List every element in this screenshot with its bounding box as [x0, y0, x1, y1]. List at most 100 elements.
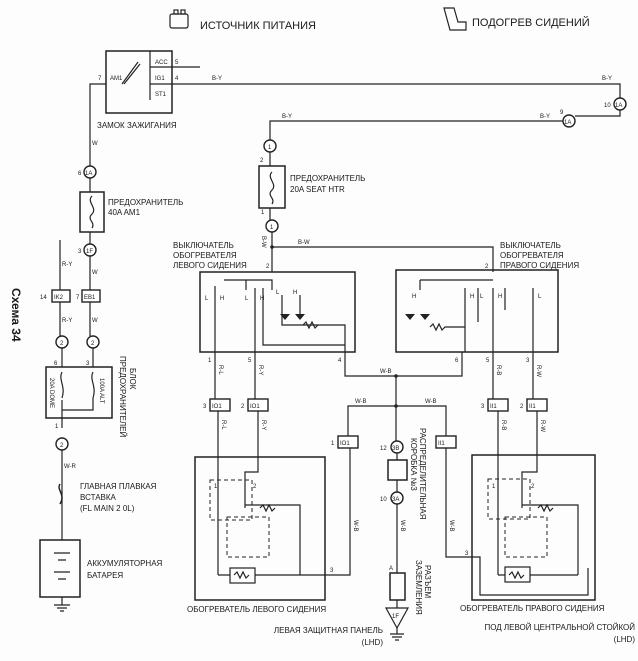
- diagram-label: R-B: [495, 365, 501, 375]
- diagram-label: ЛЕВАЯ ЗАЩИТНАЯ ПАНЕЛЬ: [274, 626, 383, 635]
- diagram-label: 2: [253, 484, 257, 490]
- diagram-label: 6: [455, 358, 459, 364]
- diagram-label: IK2: [54, 295, 64, 301]
- diagram-label: 1: [268, 145, 272, 151]
- diagram-label: 2: [520, 404, 524, 410]
- diagram-label: ПРЕДОХРАНИТЕЛЕЙ: [118, 356, 127, 438]
- diagram-label: ПРЕДОХРАНИТЕЛЬ: [108, 198, 183, 207]
- diagram-label: 7: [76, 295, 80, 301]
- diagram-label: W: [92, 318, 98, 324]
- diagram-label: W-B: [448, 520, 454, 532]
- diagram-label: ВЫКЛЮЧАТЕЛЬ: [173, 241, 234, 250]
- power-source-title: ИСТОЧНИК ПИТАНИЯ: [200, 20, 316, 32]
- ignition-switch-label: ЗАМОК ЗАЖИГАНИЯ: [97, 121, 177, 130]
- battery-icon: [169, 9, 189, 29]
- seat-heater-title: ПОДОГРЕВ СИДЕНИЙ: [472, 16, 590, 29]
- svg-text:L: L: [480, 294, 484, 300]
- diagram-label: 1: [331, 441, 335, 447]
- diagram-label: 3: [203, 404, 207, 410]
- diagram-label: 1A: [85, 171, 92, 177]
- diagram-label: РАЗЪЕМ: [423, 565, 432, 599]
- diagram-label: АККУМУЛЯТОРНАЯ: [87, 559, 163, 568]
- diagram-label: 1A: [564, 120, 571, 126]
- diagram-label: 4: [175, 76, 179, 82]
- diagram-label: W: [92, 270, 98, 276]
- left-seat-heater: [194, 456, 326, 601]
- diagram-label: 7: [98, 76, 102, 82]
- diagram-label: R-L: [217, 365, 223, 375]
- diagram-label: 1F: [86, 249, 93, 255]
- fusible-link: [58, 483, 63, 505]
- diagram-label: A: [389, 566, 393, 572]
- diagram-label: II1: [490, 404, 497, 410]
- diagram-label: 3: [330, 568, 334, 574]
- diagram-label: W-B: [425, 399, 437, 405]
- diagram-label: 20A SEAT HTR: [290, 185, 345, 194]
- diagram-label: 6: [54, 361, 58, 367]
- diagram-label: IG1: [155, 76, 165, 82]
- diagram-label: B-Y: [282, 114, 292, 120]
- diagram-label: 2: [260, 158, 264, 164]
- left-seat-heater-switch: [199, 271, 356, 353]
- battery: [39, 539, 81, 598]
- svg-text:H: H: [293, 290, 297, 296]
- diagram-label: 1: [214, 484, 218, 490]
- diagram-label: B-Y: [540, 114, 550, 120]
- diagram-label: ПРЕДОХРАНИТЕЛЬ: [290, 174, 365, 183]
- diagram-label: W-B: [355, 399, 367, 405]
- diagram-label: ВЫКЛЮЧАТЕЛЬ: [500, 241, 561, 250]
- right-seat-heater: [471, 454, 596, 601]
- diagram-label: IO1: [340, 441, 350, 447]
- ignition-switch: AM1 ACC IG1 ST1 5 4 7: [98, 50, 179, 114]
- diagram-label: 20A DOME: [48, 378, 54, 408]
- svg-text:H: H: [220, 296, 224, 302]
- diagram-label: ОБОГРЕВАТЕЛЬ ПРАВОГО СИДЕНИЯ: [460, 604, 605, 613]
- diagram-label: 2: [531, 484, 535, 490]
- diagram-label: РАСПРЕДЕЛИТЕЛЬНАЯ: [418, 428, 427, 520]
- diagram-label: 1: [55, 424, 59, 430]
- diagram-label: 3: [78, 249, 82, 255]
- diagram-label: R-Y: [62, 262, 72, 268]
- diagram-label: ГЛАВНАЯ ПЛАВКАЯ: [80, 482, 157, 491]
- diagram-label: ЗАЗЕМЛЕНИЯ: [414, 560, 423, 615]
- fuse-40a-am1: [79, 191, 105, 233]
- diagram-label: W-B: [352, 520, 358, 532]
- diagram-label: W-R: [64, 464, 77, 470]
- diagram-label: 100A ALT: [98, 378, 104, 404]
- svg-text:L: L: [276, 290, 280, 296]
- diagram-label: ВСТАВКА: [80, 493, 117, 502]
- diagram-label: 3: [481, 404, 485, 410]
- svg-text:L: L: [245, 296, 249, 302]
- diagram-label: 5: [486, 358, 490, 364]
- diagram-label: EB1: [84, 295, 96, 301]
- diagram-label: W: [92, 141, 98, 147]
- svg-text:L: L: [205, 296, 209, 302]
- fuse-20a-seat-htr: [258, 165, 286, 209]
- diagram-label: 2: [60, 341, 64, 347]
- diagram-label: 10: [604, 103, 611, 109]
- diagram-label: B-W: [260, 236, 266, 248]
- diagram-label: IO1: [250, 404, 260, 410]
- diagram-label: 1: [270, 225, 274, 231]
- diagram-label: 40A AM1: [108, 208, 141, 217]
- diagram-label: 1: [261, 210, 265, 216]
- diagram-label: 2: [91, 341, 95, 347]
- diagram-label: (LHD): [362, 638, 384, 647]
- svg-text:H: H: [470, 294, 474, 300]
- diagram-label: 4: [338, 358, 342, 364]
- diagram-label: R-B: [500, 420, 506, 430]
- diagram-label: 3: [465, 551, 469, 557]
- diagram-label: B-Y: [602, 76, 612, 82]
- diagram-label: B-W: [298, 240, 310, 246]
- diagram-label: 9: [560, 110, 564, 116]
- diagram-label: ПОД ЛЕВОЙ ЦЕНТРАЛЬНОЙ СТОЙКОЙ: [484, 623, 635, 632]
- svg-text:L: L: [538, 294, 542, 300]
- diagram-label: 1: [208, 358, 212, 364]
- diagram-label: IO1: [212, 404, 222, 410]
- diagram-label: R-Y: [62, 318, 72, 324]
- diagram-label: КОРОБКА №3: [409, 438, 418, 491]
- diagram-label: ОБОГРЕВАТЕЛЯ: [500, 251, 564, 260]
- diagram-label: R-Y: [257, 365, 263, 375]
- diagram-label: B-Y: [212, 76, 222, 82]
